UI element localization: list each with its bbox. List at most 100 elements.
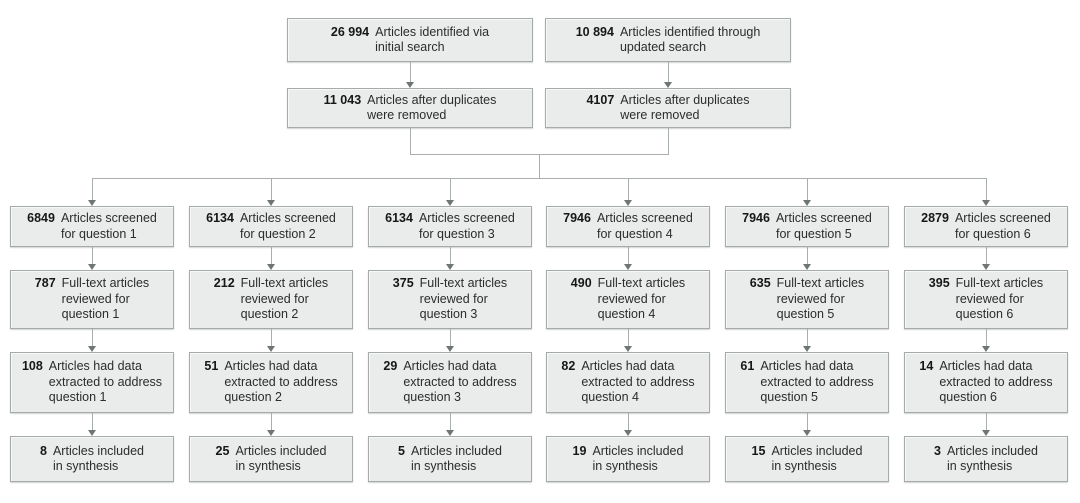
connector-line (92, 178, 93, 200)
box-count: 108 (21, 359, 43, 374)
box-label: Articles included in synthesis (946, 443, 1038, 474)
box-count: 25 (215, 443, 230, 458)
box-count: 6849 (27, 211, 55, 225)
box-count: 10 894 (575, 24, 614, 39)
connector-line (668, 62, 669, 82)
arrow-down-head (267, 264, 275, 270)
box-extracted-q5: 61 Articles had data extracted to addres… (725, 352, 889, 413)
arrow-down-head (664, 82, 672, 88)
box-synthesis-q1: 8 Articles included in synthesis (10, 436, 174, 482)
arrow-down-head (88, 264, 96, 270)
box-fulltext-q3: 375 Full-text articles reviewed for ques… (368, 270, 532, 329)
box-label: Articles screened for question 4 (596, 211, 693, 241)
connector-line (92, 329, 93, 346)
box-label: Articles had data extracted to address q… (403, 359, 517, 405)
arrow-down-head (446, 200, 454, 206)
arrow-down-head (982, 430, 990, 436)
arrow-down-head (267, 346, 275, 352)
connector-line (628, 413, 629, 430)
arrow-down-head (982, 200, 990, 206)
box-fulltext-q6: 395 Full-text articles reviewed for ques… (904, 270, 1068, 329)
box-label: Full-text articles reviewed for question… (419, 276, 508, 322)
box-count: 14 (919, 359, 934, 374)
box-label: Full-text articles reviewed for question… (240, 276, 329, 322)
box-fulltext-q1: 787 Full-text articles reviewed for ques… (10, 270, 174, 329)
box-label: Articles screened for question 1 (60, 211, 157, 241)
box-label: Articles screened for question 6 (954, 211, 1051, 241)
connector-line (668, 128, 669, 154)
connector-line (271, 329, 272, 346)
box-dedup-updated: 4107 Articles after duplicates were remo… (545, 88, 791, 128)
connector-line (92, 413, 93, 430)
arrow-down-head (624, 346, 632, 352)
box-label: Full-text articles reviewed for question… (597, 276, 686, 322)
box-label: Articles had data extracted to address q… (224, 359, 338, 405)
box-fulltext-q2: 212 Full-text articles reviewed for ques… (189, 270, 353, 329)
connector-line (410, 62, 411, 82)
box-synthesis-q2: 25 Articles included in synthesis (189, 436, 353, 482)
box-identified-updated-search: 10 894 Articles identified through updat… (545, 18, 791, 62)
box-count: 15 (751, 443, 766, 458)
box-count: 2879 (921, 211, 949, 225)
box-count: 3 (934, 443, 941, 458)
box-count: 11 043 (323, 92, 362, 107)
connector-line (986, 413, 987, 430)
box-count: 6134 (385, 211, 413, 225)
connector-line (450, 247, 451, 264)
box-label: Articles after duplicates were removed (620, 92, 750, 123)
box-label: Articles screened for question 2 (239, 211, 336, 241)
box-label: Articles had data extracted to address q… (939, 359, 1053, 405)
box-count: 4107 (586, 92, 615, 107)
box-label: Articles included in synthesis (592, 443, 684, 474)
connector-line (986, 178, 987, 200)
box-label: Articles included in synthesis (235, 443, 327, 474)
box-label: Articles included in synthesis (52, 443, 144, 474)
box-label: Articles screened for question 5 (775, 211, 872, 241)
arrow-down-head (803, 264, 811, 270)
arrow-down-head (88, 430, 96, 436)
box-label: Articles included in synthesis (410, 443, 502, 474)
box-count: 8 (40, 443, 47, 458)
box-screened-q3: 6134 Articles screened for question 3 (368, 206, 532, 247)
box-synthesis-q4: 19 Articles included in synthesis (546, 436, 710, 482)
box-label: Articles included in synthesis (771, 443, 863, 474)
arrow-down-head (803, 200, 811, 206)
box-count: 395 (928, 276, 950, 291)
connector-line (450, 178, 451, 200)
arrow-down-head (624, 200, 632, 206)
box-count: 7946 (563, 211, 591, 225)
box-label: Full-text articles reviewed for question… (955, 276, 1044, 322)
arrow-down-head (982, 264, 990, 270)
box-synthesis-q5: 15 Articles included in synthesis (725, 436, 889, 482)
arrow-down-head (446, 430, 454, 436)
box-label: Articles had data extracted to address q… (760, 359, 874, 405)
box-count: 51 (204, 359, 219, 374)
connector-line (271, 413, 272, 430)
box-count: 5 (398, 443, 405, 458)
box-label: Articles had data extracted to address q… (581, 359, 695, 405)
box-screened-q1: 6849 Articles screened for question 1 (10, 206, 174, 247)
box-screened-q4: 7946 Articles screened for question 4 (546, 206, 710, 247)
box-count: 29 (383, 359, 398, 374)
box-count: 787 (34, 276, 56, 291)
connector-line (92, 178, 987, 179)
box-extracted-q6: 14 Articles had data extracted to addres… (904, 352, 1068, 413)
connector-line (628, 329, 629, 346)
box-fulltext-q5: 635 Full-text articles reviewed for ques… (725, 270, 889, 329)
box-count: 82 (561, 359, 576, 374)
box-screened-q5: 7946 Articles screened for question 5 (725, 206, 889, 247)
box-label: Full-text articles reviewed for question… (776, 276, 865, 322)
box-screened-q2: 6134 Articles screened for question 2 (189, 206, 353, 247)
box-count: 19 (572, 443, 587, 458)
box-identified-initial-search: 26 994 Articles identified via initial s… (287, 18, 533, 62)
connector-line (92, 247, 93, 264)
box-count: 61 (740, 359, 755, 374)
box-dedup-initial: 11 043 Articles after duplicates were re… (287, 88, 533, 128)
connector-line (271, 247, 272, 264)
arrow-down-head (267, 200, 275, 206)
box-extracted-q2: 51 Articles had data extracted to addres… (189, 352, 353, 413)
arrow-down-head (803, 430, 811, 436)
connector-line (410, 128, 411, 154)
box-extracted-q3: 29 Articles had data extracted to addres… (368, 352, 532, 413)
